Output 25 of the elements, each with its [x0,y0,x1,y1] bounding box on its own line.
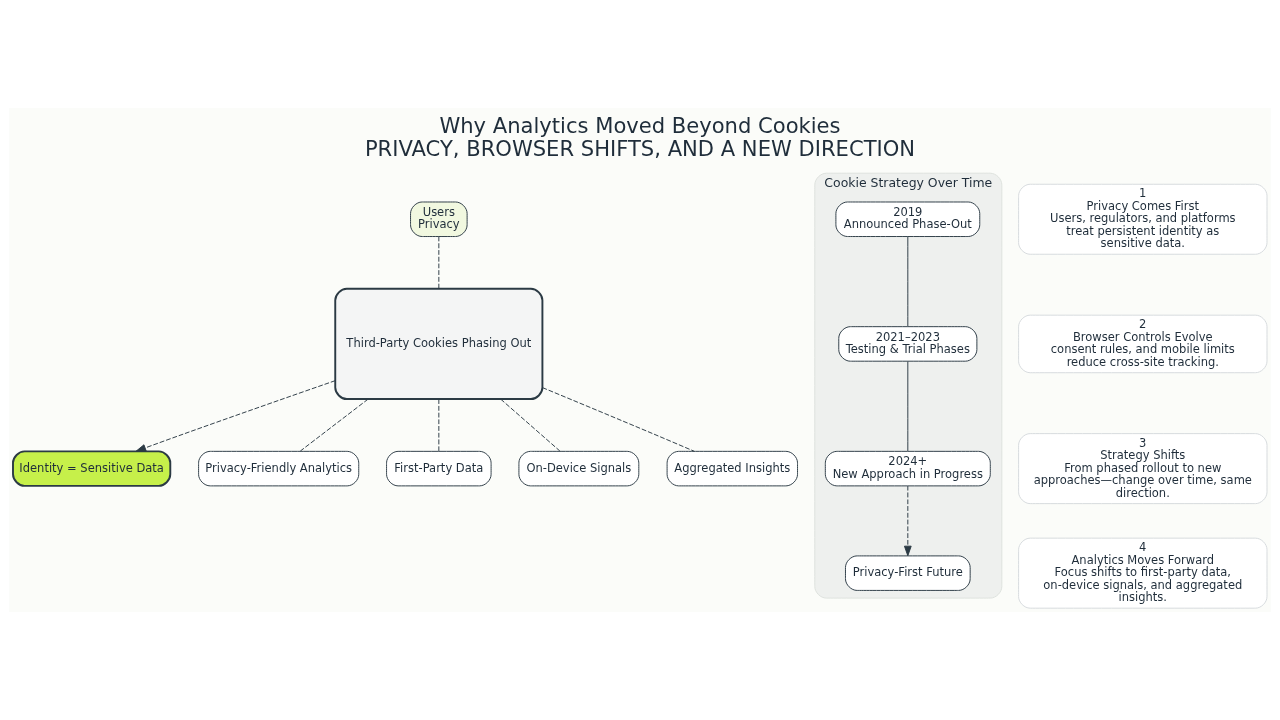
node-box: Aggregated Insights [666,450,798,487]
connector [299,398,369,452]
node-box: 2 Browser Controls Evolve consent rules, and mobile limits reduce cross-site tracking. [1018,314,1268,374]
connector [907,236,909,327]
connector [438,236,440,290]
arrow [135,380,336,452]
node-box: Users Privacy [410,201,468,237]
node-box: Privacy-First Future [845,555,971,591]
node-box: 1 Privacy Comes First Users, regulators, and platforms treat persistent identity as sensitive data. [1018,183,1268,255]
node-box: Third-Party Cookies Phasing Out [334,287,544,401]
diagram-title: Why Analytics Moved Beyond Cookies [439,112,841,138]
node-box: 3 Strategy Shifts From phased rollout to new approaches—change over time, same direction. [1018,433,1268,505]
connector [438,398,440,452]
connector [500,398,561,452]
connector [542,387,695,452]
connector [907,360,909,452]
arrow [904,485,912,557]
node-box: 4 Analytics Moves Forward Focus shifts to first-party data, on-device signals, and aggregated insights. [1018,537,1268,609]
node-box: 2024+ New Approach in Progress [824,450,991,487]
node-box: 2019 Announced Phase-Out [835,201,981,237]
node-box: Identity = Sensitive Data [12,450,172,487]
node-box: Privacy-Friendly Analytics [198,450,360,487]
node-box: First-Party Data [386,450,492,487]
node-box: 2021–2023 Testing & Trial Phases [838,326,978,362]
node-box: On-Device Signals [518,450,640,487]
